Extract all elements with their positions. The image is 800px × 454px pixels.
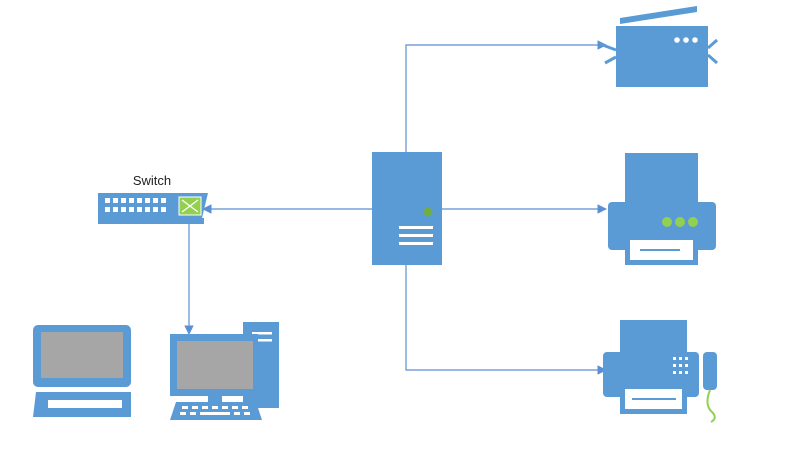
- scanner-icon[interactable]: [599, 6, 718, 87]
- switch-label: Switch: [133, 173, 171, 188]
- edge-server-to-fax: [405, 265, 607, 375]
- network-switch-icon[interactable]: Switch: [98, 173, 208, 224]
- desktop-computer-icon[interactable]: [170, 322, 279, 420]
- laptop-icon[interactable]: [33, 325, 131, 417]
- fax-machine-icon[interactable]: [603, 320, 717, 423]
- edge-server-to-scanner: [405, 40, 607, 152]
- connectors: [184, 40, 607, 375]
- server-tower-icon[interactable]: [372, 152, 442, 265]
- printer-icon[interactable]: [608, 153, 716, 265]
